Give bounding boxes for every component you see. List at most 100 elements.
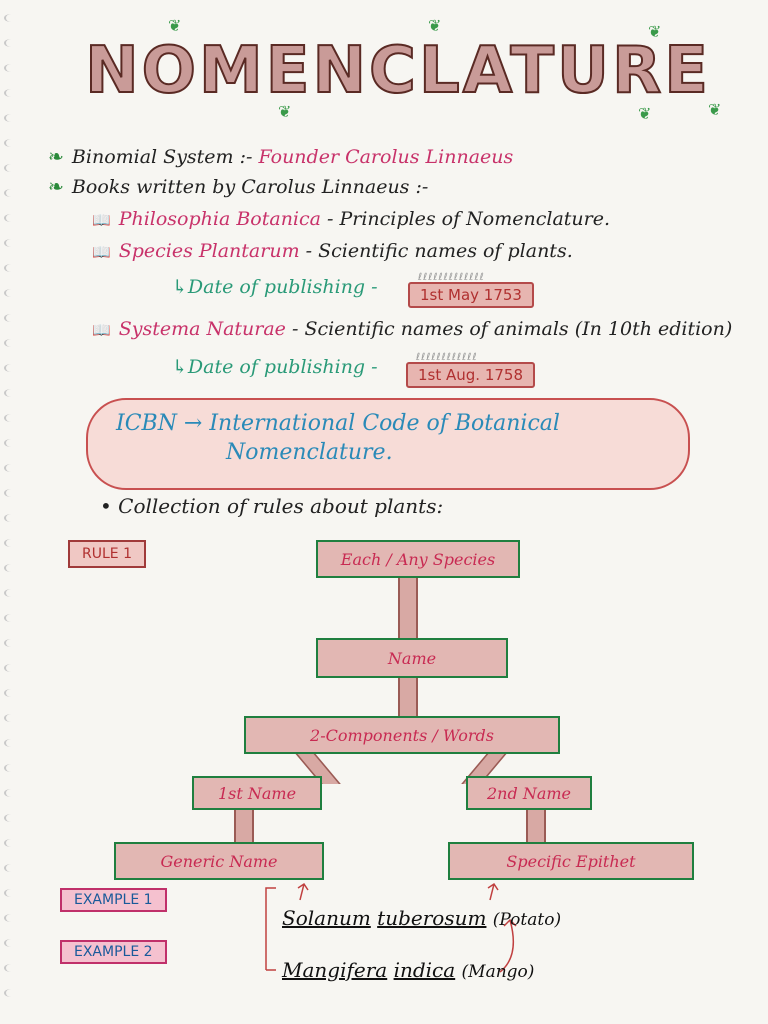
- ring-hole: [4, 89, 18, 97]
- date-label: ↳Date of publishing -: [172, 276, 378, 298]
- ring-hole: [4, 514, 18, 522]
- book-name: Systema Naturae: [118, 318, 286, 340]
- ring-hole: [4, 564, 18, 572]
- genus: Mangifera: [282, 958, 388, 982]
- species: tuberosum: [377, 906, 487, 930]
- ring-hole: [4, 489, 18, 497]
- generic-name-box: Generic Name: [114, 842, 324, 880]
- rules-intro: • Collection of rules about plants:: [100, 494, 444, 518]
- ring-hole: [4, 764, 18, 772]
- icbn-line1: ICBN → International Code of Botanical: [116, 411, 560, 436]
- ring-hole: [4, 889, 18, 897]
- example-ribbon: EXAMPLE 1: [60, 888, 167, 912]
- book-icon: 📖: [92, 243, 111, 261]
- book-desc: - Scientific names of plants.: [305, 240, 573, 262]
- ring-hole: [4, 464, 18, 472]
- first-name-box: 1st Name: [192, 776, 322, 810]
- ring-hole: [4, 189, 18, 197]
- books-line: ❧ Books written by Carolus Linnaeus :-: [48, 176, 428, 198]
- second-name-box: 2nd Name: [466, 776, 592, 810]
- leaf-icon: ❦: [428, 16, 442, 35]
- ring-hole: [4, 339, 18, 347]
- icbn-callout: ICBN → International Code of Botanical N…: [86, 398, 690, 490]
- common-name: (Potato): [492, 910, 562, 930]
- genus: Solanum: [282, 906, 371, 930]
- ring-hole: [4, 839, 18, 847]
- ring-hole: [4, 114, 18, 122]
- leaf-icon: ❦: [708, 100, 722, 119]
- ring-hole: [4, 739, 18, 747]
- ring-hole: [4, 639, 18, 647]
- specific-epithet-box: Specific Epithet: [448, 842, 694, 880]
- book-icon: 📖: [92, 211, 111, 229]
- ring-hole: [4, 789, 18, 797]
- ring-hole: [4, 964, 18, 972]
- page-title: NOMENCLATURE: [84, 33, 711, 109]
- tree-post: [526, 804, 546, 844]
- date-label: ↳Date of publishing -: [172, 356, 378, 378]
- ring-hole: [4, 164, 18, 172]
- example-2-text: Mangifera indica (Mango): [282, 958, 534, 982]
- ring-hole: [4, 814, 18, 822]
- book-item: 📖 Species Plantarum - Scientific names of…: [92, 240, 573, 262]
- leaf-icon: ❦: [648, 22, 662, 41]
- date-value: 1st May 1753: [420, 286, 522, 304]
- ring-hole: [4, 289, 18, 297]
- date-value: 1st Aug. 1758: [418, 366, 524, 384]
- tree-post: [398, 568, 418, 640]
- title-banner: NOMENCLATURE ❦ ❦ ❦ ❦ ❦ ❦: [78, 16, 722, 132]
- icbn-line2: Nomenclature.: [226, 439, 393, 465]
- components-box: 2-Components / Words: [244, 716, 560, 754]
- notebook-holes: [0, 0, 22, 1024]
- books-label: Books written by Carolus Linnaeus :-: [71, 176, 429, 198]
- example-1-text: Solanum tuberosum (Potato): [282, 906, 561, 930]
- book-item: 📖 Systema Naturae - Scientific names of a…: [92, 318, 732, 340]
- ring-hole: [4, 64, 18, 72]
- ring-hole: [4, 664, 18, 672]
- ring-hole: [4, 689, 18, 697]
- rule-tag: RULE 1: [68, 540, 146, 568]
- ring-hole: [4, 439, 18, 447]
- spiral-decoration: ℓℓℓℓℓℓℓℓℓℓℓℓℓ: [418, 272, 485, 283]
- ring-hole: [4, 989, 18, 997]
- book-desc: - Scientific names of animals (In 10th e…: [291, 318, 733, 340]
- species: indica: [393, 958, 456, 982]
- ring-hole: [4, 39, 18, 47]
- book-name: Species Plantarum: [118, 240, 300, 262]
- ring-hole: [4, 939, 18, 947]
- leaf-bullet-icon: ❧: [48, 176, 64, 198]
- name-box: Name: [316, 638, 508, 678]
- ring-hole: [4, 414, 18, 422]
- ring-hole: [4, 614, 18, 622]
- ring-hole: [4, 539, 18, 547]
- date-tag: ℓℓℓℓℓℓℓℓℓℓℓℓℓ 1st May 1753: [408, 272, 534, 308]
- ring-hole: [4, 239, 18, 247]
- ring-hole: [4, 914, 18, 922]
- binomial-line: ❧ Binomial System :- Founder Carolus Linn…: [48, 146, 513, 168]
- example-ribbon: EXAMPLE 2: [60, 940, 167, 964]
- ring-hole: [4, 864, 18, 872]
- ring-hole: [4, 589, 18, 597]
- ring-hole: [4, 389, 18, 397]
- ring-hole: [4, 314, 18, 322]
- binomial-label: Binomial System :-: [71, 146, 253, 168]
- ring-hole: [4, 139, 18, 147]
- spiral-decoration: ℓℓℓℓℓℓℓℓℓℓℓℓ: [416, 352, 478, 363]
- ring-hole: [4, 714, 18, 722]
- book-icon: 📖: [92, 321, 111, 339]
- book-name: Philosophia Botanica: [118, 208, 321, 230]
- ring-hole: [4, 264, 18, 272]
- book-desc: - Principles of Nomenclature.: [327, 208, 611, 230]
- leaf-bullet-icon: ❧: [48, 146, 64, 168]
- binomial-founder: Founder Carolus Linnaeus: [258, 146, 514, 168]
- ring-hole: [4, 14, 18, 22]
- book-item: 📖 Philosophia Botanica - Principles of No…: [92, 208, 610, 230]
- ring-hole: [4, 214, 18, 222]
- leaf-icon: ❦: [168, 16, 182, 35]
- leaf-icon: ❦: [638, 104, 652, 123]
- species-box: Each / Any Species: [316, 540, 520, 578]
- date-tag: ℓℓℓℓℓℓℓℓℓℓℓℓ 1st Aug. 1758: [406, 352, 536, 388]
- common-name: (Mango): [461, 962, 535, 982]
- tree-post: [398, 672, 418, 720]
